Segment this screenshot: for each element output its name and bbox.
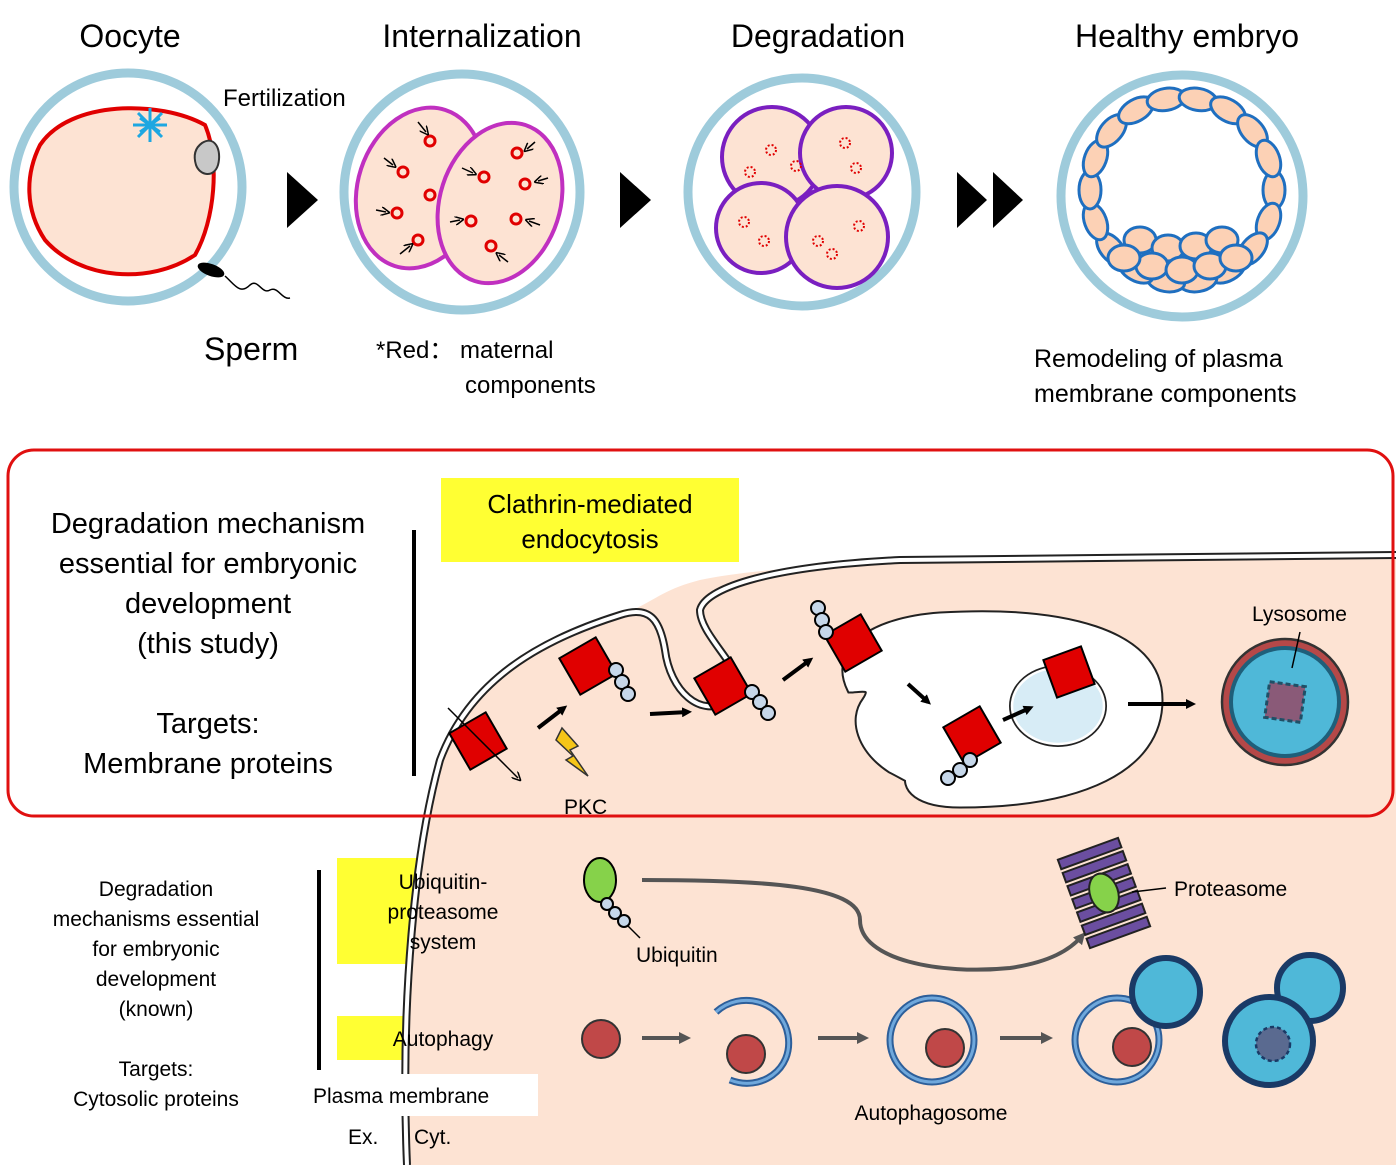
ubiquitin-icon — [583, 857, 641, 939]
autophagosome-lysosome-approach — [1071, 955, 1203, 1086]
known-targets-value: Cytosolic proteins — [73, 1088, 239, 1111]
ups-label-3: system — [410, 931, 477, 954]
autophagosome — [886, 994, 978, 1086]
sperm-icon — [197, 262, 291, 299]
sperm-label: Sperm — [204, 331, 298, 367]
arrow-3b-icon — [993, 172, 1023, 228]
ups-label-1: Ubiquitin- — [399, 871, 488, 894]
cargo-protein-2 — [557, 635, 636, 702]
sperm-head-fused-icon — [193, 139, 221, 175]
endocytosis-flow-arrows — [536, 657, 1196, 730]
blastocyst — [1056, 70, 1308, 322]
extracellular-label: Ex. — [348, 1126, 378, 1149]
stage-title-degradation: Degradation — [731, 18, 905, 54]
fertilization-label: Fertilization — [223, 85, 346, 112]
known-line-2: mechanisms essential — [53, 908, 260, 931]
plasma-membrane-label: Plasma membrane — [313, 1085, 489, 1108]
proteasome-icon — [1056, 836, 1152, 950]
internalization-embryo — [339, 69, 585, 315]
cargo-protein-3 — [692, 655, 776, 721]
maternal-components — [390, 134, 532, 253]
stage-title-oocyte: Oocyte — [79, 18, 180, 54]
cytosol-label: Cyt. — [414, 1126, 451, 1149]
spindle-icon — [133, 108, 167, 142]
oocyte-cell — [9, 68, 247, 306]
red-note-line-1: *Red： maternal — [376, 337, 553, 364]
clathrin-label-1: Clathrin-mediated — [487, 489, 692, 519]
lysosome-label: Lysosome — [1252, 603, 1347, 626]
this-study-line-2: essential for embryonic — [59, 548, 357, 580]
ubiquitin-label: Ubiquitin — [636, 944, 718, 967]
autophagy-cargo-1 — [581, 1019, 621, 1059]
autophagy-label: Autophagy — [393, 1028, 494, 1051]
remodeling-line-2: membrane components — [1034, 380, 1297, 408]
known-targets-label: Targets: — [119, 1058, 194, 1081]
internalization-arrows — [375, 121, 549, 263]
lysosome — [1220, 631, 1350, 767]
cargo-protein-4 — [810, 600, 884, 674]
known-line-3: for embryonic — [92, 938, 219, 961]
ubiquitin-to-proteasome-arrow — [641, 878, 1086, 972]
arrow-2-icon — [620, 172, 651, 228]
this-study-targets-label: Targets: — [156, 708, 259, 740]
phagophore — [713, 996, 793, 1087]
arrow-1-icon — [287, 172, 318, 228]
proteasome-label: Proteasome — [1174, 878, 1287, 901]
arrow-3a-icon — [957, 172, 987, 228]
this-study-line-3: development — [125, 588, 291, 620]
cargo-protein-5 — [940, 704, 1003, 786]
degradation-embryo — [683, 73, 921, 311]
pkc-lightning-icon — [555, 726, 589, 777]
this-study-line-1: Degradation mechanism — [51, 508, 365, 540]
red-note-line-2: components — [465, 372, 596, 399]
stage-title-healthy-embryo: Healthy embryo — [1075, 18, 1299, 54]
clathrin-highlight-box — [441, 478, 739, 562]
plasma-membrane-label-box — [308, 1074, 538, 1116]
this-study-frame — [6, 448, 1395, 818]
stage-title-internalization: Internalization — [382, 18, 581, 54]
cargo-protein-1 — [447, 707, 518, 778]
autolysosome — [1222, 952, 1346, 1088]
clathrin-label-2: endocytosis — [521, 524, 658, 554]
known-line-1: Degradation — [99, 878, 213, 901]
ups-label-2: proteasome — [388, 901, 499, 924]
pkc-label: PKC — [564, 796, 607, 819]
this-study-targets-value: Membrane proteins — [83, 748, 333, 780]
known-line-4: development — [96, 968, 216, 991]
known-line-5: (known) — [119, 998, 194, 1021]
degraded-components — [738, 137, 865, 260]
inner-cell-mass-cell — [1106, 243, 1142, 273]
remodeling-line-1: Remodeling of plasma — [1034, 345, 1283, 373]
inner-cell-mass-cell — [1218, 243, 1254, 273]
trophectoderm-cell — [1254, 138, 1283, 179]
cargo-protein-6 — [1042, 645, 1096, 699]
this-study-line-4: (this study) — [137, 628, 279, 660]
plasma-membrane-inner — [403, 553, 1396, 1165]
autophagosome-label: Autophagosome — [855, 1102, 1008, 1125]
